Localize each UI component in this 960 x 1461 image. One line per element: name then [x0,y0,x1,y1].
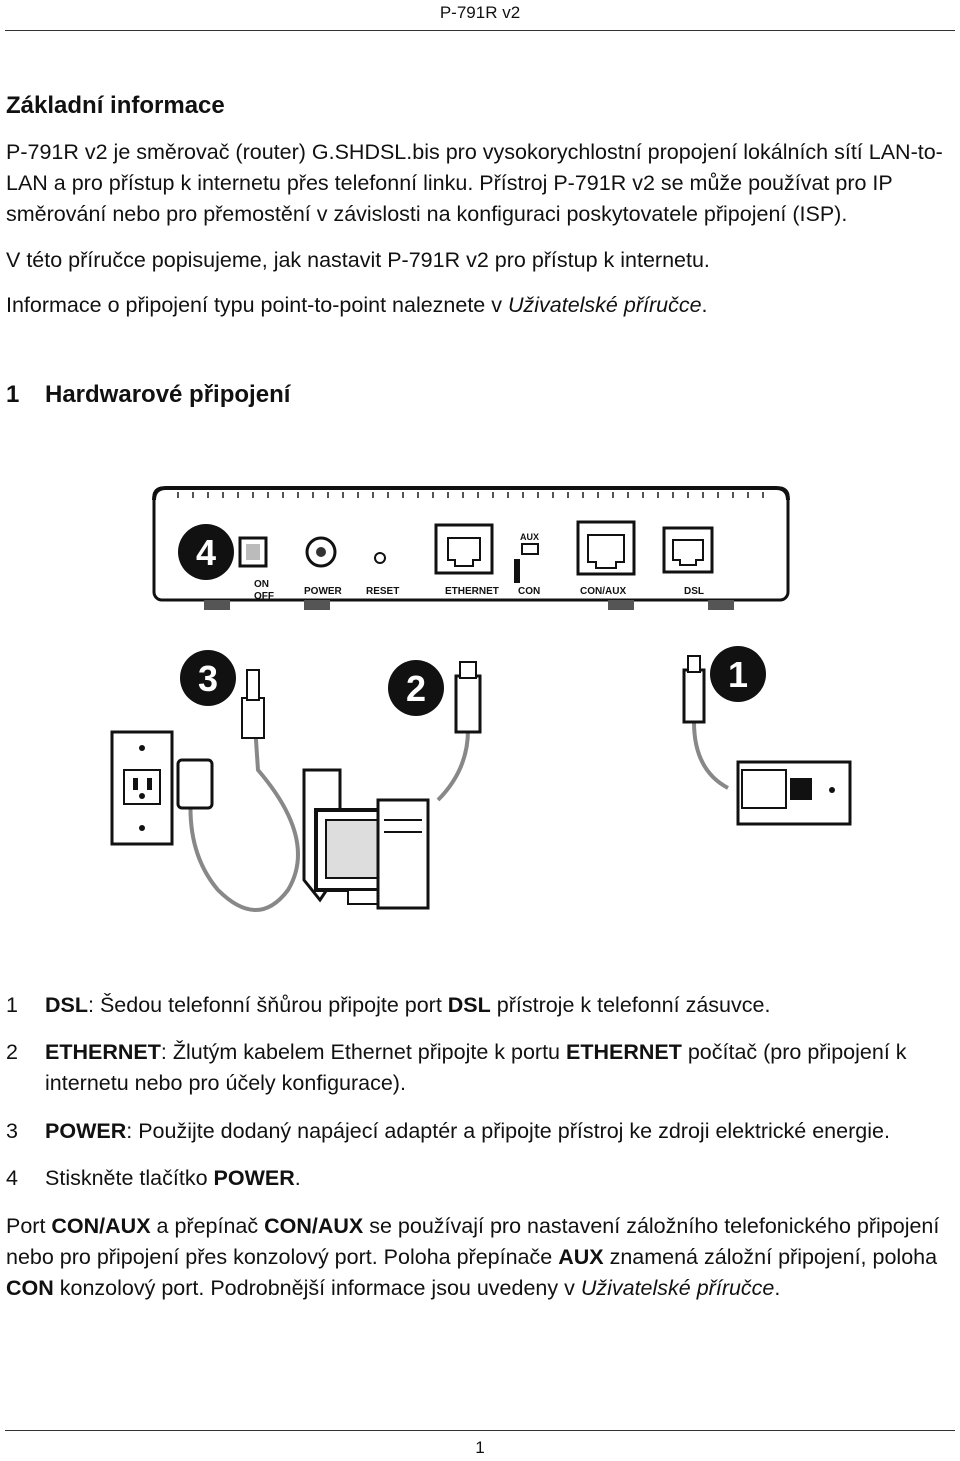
note-text: se používají pro nastavení záložního tel… [6,1214,940,1269]
section-number: 1 [6,381,20,408]
callout-1 [710,646,766,702]
note-bold: CON/AUX [51,1214,151,1238]
step-label: POWER [45,1119,127,1143]
page-number: 1 [475,1438,485,1457]
step-bold: DSL [447,993,491,1017]
computer-icon [302,768,430,910]
hardware-connection-diagram: ON OFF POWER RESET ETHERNET AUX CON CON/… [110,486,852,912]
section-heading: 1 Hardwarové připojení [6,379,290,411]
label-on: ON [254,579,269,590]
step-label: DSL [45,993,88,1017]
step-sep: : [126,1119,139,1143]
header-rule [5,30,955,31]
step-4: 4 Stiskněte tlačítko POWER. [6,1163,951,1194]
label-reset: RESET [366,586,399,597]
note-bold: CON [6,1276,54,1300]
p3-text: Informace o připojení typu point-to-poin… [6,293,508,317]
label-con-aux: CON/AUX [580,586,626,597]
con-aux-port-icon [576,520,636,576]
label-dsl: DSL [684,586,704,597]
step-sep: : [160,1040,173,1064]
section-title: Hardwarové připojení [45,381,291,408]
note-text: . [774,1276,781,1300]
step-bold: POWER [213,1166,295,1190]
callout-1-number: 1 [728,654,748,695]
step-text: Šedou telefonní šňůrou připojte port [99,993,448,1017]
label-con: CON [518,586,540,597]
power-plug-icon [241,697,265,739]
ethernet-cable [436,729,470,802]
step-text-end: počítač (pro připojení k internetu nebo … [45,1040,907,1095]
callout-4 [178,524,234,580]
label-off: OFF [254,591,274,602]
callout-2 [388,660,444,716]
ethernet-plug-icon [454,674,482,734]
power-adapter-icon [176,758,214,810]
step-text: Žlutým kabelem Ethernet připojte k portu [172,1040,566,1064]
wall-outlet-icon [110,730,174,846]
step-text: Stiskněte tlačítko [45,1166,214,1190]
p3-end: . [701,293,708,317]
user-guide-ref: Uživatelské příručce [580,1276,775,1300]
step-text-end: přístroje k telefonní zásuvce. [490,993,771,1017]
label-ethernet: ETHERNET [445,586,499,597]
step-bold: ETHERNET [565,1040,682,1064]
phone-plug-icon [682,668,706,724]
callout-2-number: 2 [406,668,426,709]
step-number: 3 [6,1119,18,1143]
callout-3-number: 3 [198,658,218,699]
footer-rule [5,1430,955,1431]
phone-cable [692,721,729,790]
intro-paragraph-1: P-791R v2 je směrovač (router) G.SHDSL.b… [6,140,943,226]
callout-3 [180,650,236,706]
label-power: POWER [304,586,343,597]
intro-paragraph-3: Informace o připojení typu point-to-poin… [6,290,951,321]
page-header: P-791R v2 [439,3,521,22]
note-text: konzolový port. Podrobnější informace js… [53,1276,581,1300]
intro-paragraph-2: V této příručce popisujeme, jak nastavit… [6,248,710,272]
callout-4-number: 4 [196,532,216,573]
step-1: 1 DSL: Šedou telefonní šňůrou připojte p… [6,990,951,1021]
note-text: a přepínač [150,1214,265,1238]
note-text: znamená záložní připojení, poloha [603,1245,938,1269]
user-guide-ref: Uživatelské příručce [507,293,702,317]
reset-hole-icon [374,552,386,564]
note-bold: CON/AUX [264,1214,364,1238]
step-text: Použijte dodaný napájecí adaptér a připo… [138,1119,890,1143]
step-number: 2 [6,1040,18,1064]
step-number: 1 [6,993,18,1017]
note-bold: AUX [558,1245,604,1269]
intro-title: Základní informace [6,92,225,119]
step-text-end: . [294,1166,301,1190]
con-aux-note: Port CON/AUX a přepínač CON/AUX se použí… [6,1211,951,1304]
power-cable [188,709,300,912]
step-3: 3 POWER: Použijte dodaný napájecí adapté… [6,1116,951,1147]
aux-con-switch-icon [521,543,539,555]
step-label: ETHERNET [45,1040,161,1064]
phone-wall-jack-icon [736,760,852,826]
note-text: Port [6,1214,52,1238]
step-2: 2 ETHERNET: Žlutým kabelem Ethernet přip… [6,1037,951,1099]
label-aux: AUX [520,532,539,542]
step-number: 4 [6,1166,18,1190]
step-sep: : [88,993,100,1017]
